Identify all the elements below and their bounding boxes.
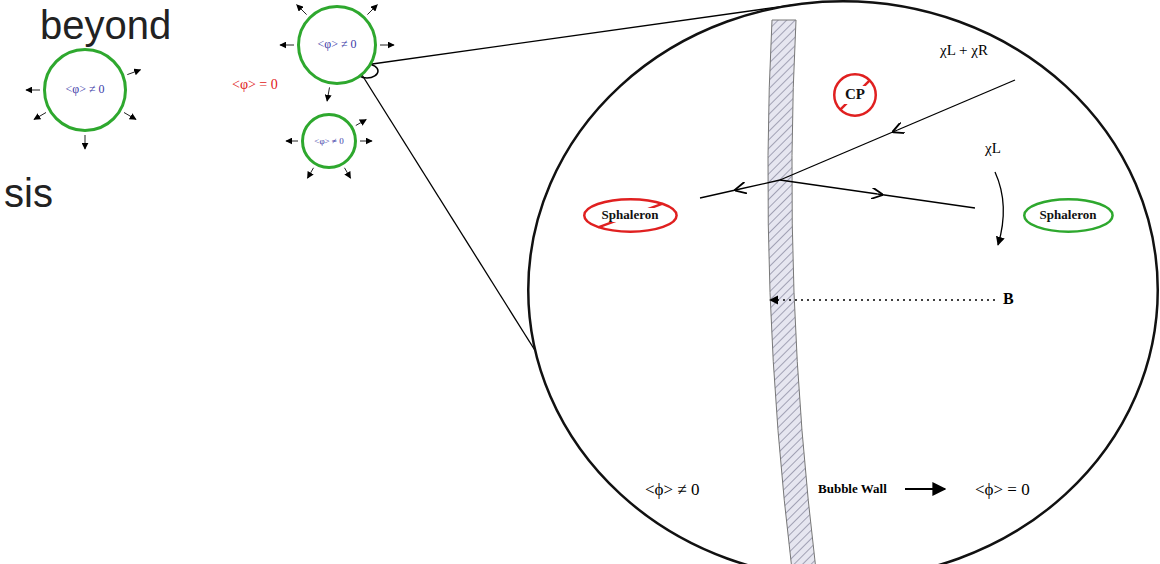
sphaleron-label: Sphaleron	[1040, 208, 1097, 223]
particle-lines	[700, 80, 1015, 489]
phase-label: <φ> ≠ 0	[317, 38, 356, 52]
phase-label: <φ> ≠ 0	[314, 136, 343, 146]
sphaleron-suppressed: Sphaleron	[583, 198, 678, 233]
phase-label: <ϕ> ≠ 0	[645, 480, 699, 500]
cp-violation-sign: CP	[833, 73, 877, 117]
phase-label: <φ> ≠ 0	[65, 83, 104, 97]
sphaleron-active: Sphaleron	[1023, 198, 1114, 233]
bubble-wall	[768, 20, 816, 564]
zoom-leader-line	[370, 5, 795, 65]
broken-phase-bubble: <φ> ≠ 0	[297, 5, 377, 85]
baryon-label: B	[1003, 290, 1014, 308]
broken-phase-bubble: <φ> ≠ 0	[301, 113, 357, 169]
sphaleron-label: Sphaleron	[600, 208, 661, 223]
heading-fragment: sis	[4, 170, 53, 216]
heading-fragment: beyond	[40, 2, 171, 48]
wall-label: Bubble Wall	[818, 482, 887, 497]
zoom-circle: χL + χR χL B <ϕ> ≠ 0 Bubble Wall <ϕ> = 0 CP Sph…	[527, 0, 1159, 564]
particle-label: χL + χR	[940, 42, 988, 59]
phase-label: <ϕ> = 0	[975, 480, 1030, 500]
particle-label: χL	[985, 140, 1001, 157]
phase-label: <φ> = 0	[232, 77, 278, 93]
zoom-leader-line	[362, 74, 536, 351]
cp-label: CP	[843, 86, 867, 103]
broken-phase-bubble: <φ> ≠ 0	[43, 48, 127, 132]
